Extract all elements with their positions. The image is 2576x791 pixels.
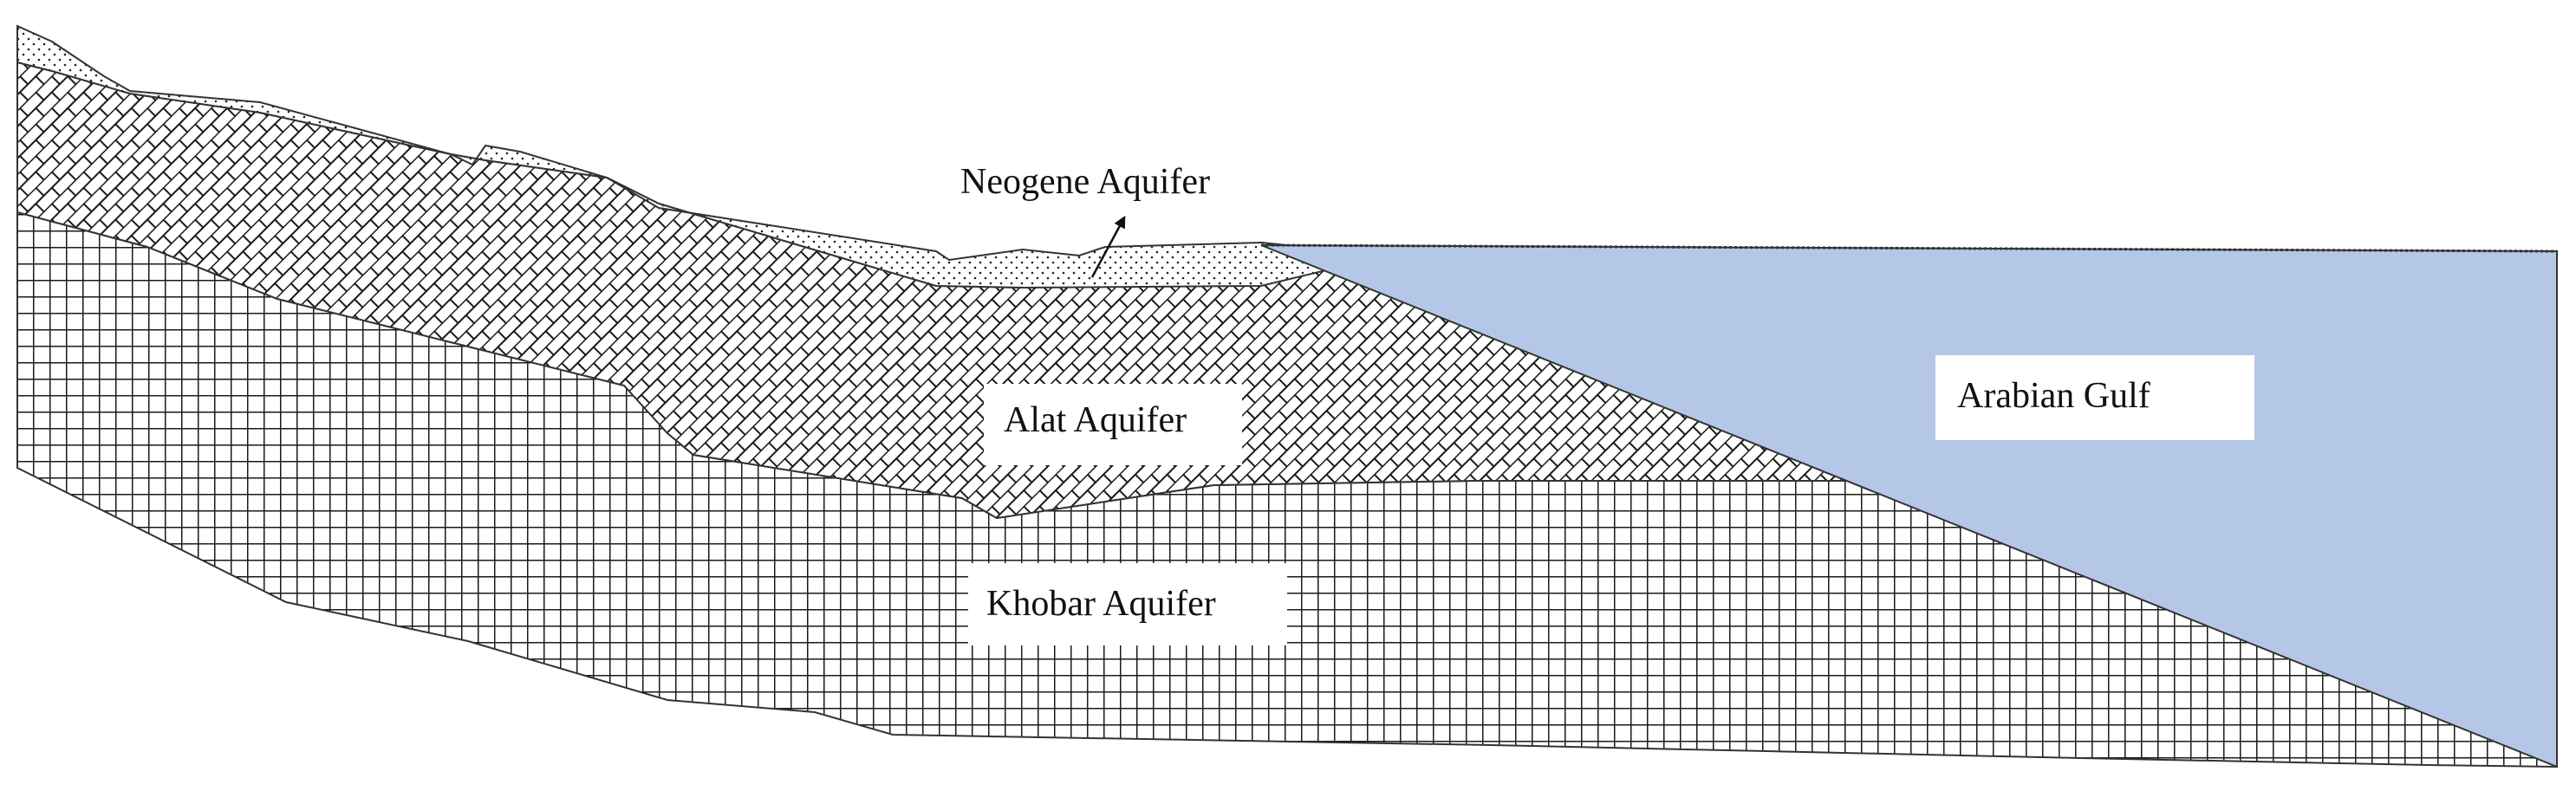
alat-aquifer-label: Alat Aquifer [1004,400,1187,440]
neogene-aquifer-label: Neogene Aquifer [960,162,1210,202]
arabian-gulf-label-box [1935,355,2254,440]
neogene-pointer-arrow [1090,215,1126,278]
khobar-aquifer-label-box [968,563,1287,645]
khobar-aquifer-label: Khobar Aquifer [986,584,1216,624]
neogene-aquifer-layer [16,24,1388,289]
arabian-gulf-label: Arabian Gulf [1957,376,2150,416]
alat-aquifer-label-box [984,384,1242,465]
